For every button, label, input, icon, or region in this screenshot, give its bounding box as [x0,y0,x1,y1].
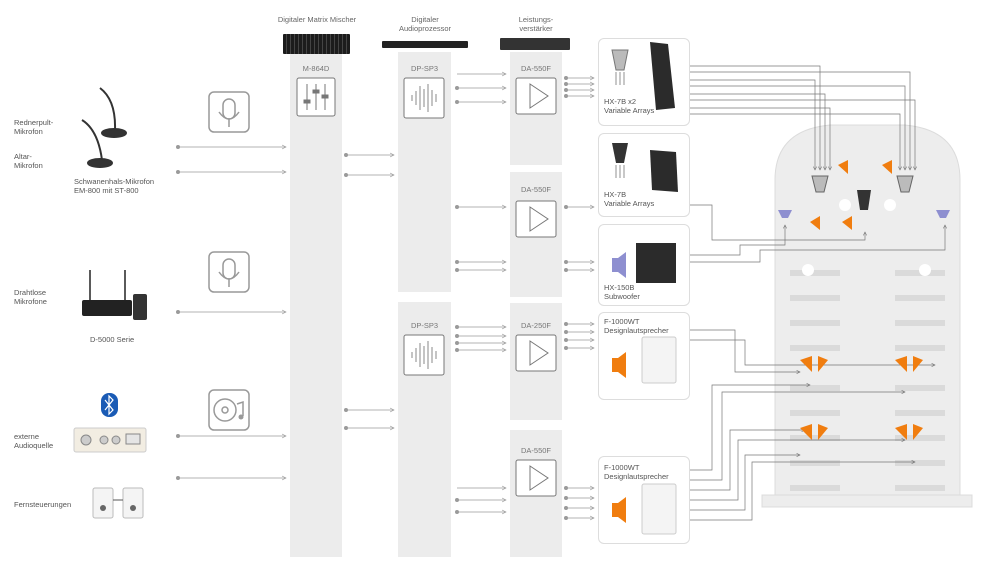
hx7b-x2-line1: HX-7B x2 [604,97,637,106]
f1000-a-line1: F-1000WT [604,317,640,326]
remote-controls-label: Fernsteuerungen [14,500,72,509]
f1000-b-line1: F-1000WT [604,463,640,472]
microphone-icon [208,91,250,133]
gooseneck-mic-label: Schwanenhals-Mikrofon EM-800 mit ST-800 [74,177,154,195]
amp3-model-label: DA-250F [520,321,551,330]
wireless-receiver-image [82,270,147,320]
mixer-rack-device [283,34,350,54]
dsp-rack-device [382,41,468,48]
lectern-mic-label: Rednerpult- Mikrofon [14,118,53,136]
church-floor-plan [761,124,973,508]
hx150b-line2: Subwoofer [604,292,640,301]
wireless-mic-label: Drahtlose Mikrofone [14,288,47,306]
f1000-a-label: F-1000WT Designlautsprecher [604,317,669,335]
wireless-microphone-icon [208,251,250,293]
line-array-speaker [611,42,675,110]
fader-icon [296,77,336,117]
lectern-mic-line2: Mikrofon [14,127,43,136]
altar-mic-line1: Altar- [14,152,32,161]
amp-rack-device [500,38,570,50]
header-amplifier: Leistungs- verstärker [496,15,576,33]
wireless-mic-line2: Mikrofone [14,297,47,306]
hx7b-line1: HX-7B [604,190,627,199]
design-speaker-1 [612,336,677,384]
f1000-a-line2: Designlautsprecher [604,326,669,335]
subwoofer-speaker [612,243,676,283]
line-array-speaker-2 [612,143,678,192]
amp4-model-label: DA-550F [520,446,551,455]
external-audio-line2: Audioquelle [14,441,54,450]
wireless-mic-line1: Drahtlose [14,288,47,297]
gooseneck-microphone-image [81,87,127,168]
header-amplifier-line1: Leistungs- [518,15,554,24]
bluetooth-icon [101,393,118,417]
design-speaker-2 [612,483,677,535]
amp1-model-label: DA-550F [520,64,551,73]
hx7b-x2-line2: Variable Arrays [604,106,655,115]
header-processor-line2: Audioprozessor [398,24,452,33]
external-audio-line1: externe [14,432,40,441]
waveform-icon [403,77,445,376]
amplifier-icons [515,77,557,497]
lectern-mic-line1: Rednerpult- [14,118,54,127]
header-mixer: Digitaler Matrix Mischer [277,15,357,24]
hx7b-line2: Variable Arrays [604,199,655,208]
altar-mic-line2: Mikrofon [14,161,43,170]
dsp2-model-label: DP-SP3 [410,321,439,330]
hx150b-line1: HX-150B [604,283,635,292]
hx7b-label: HX-7B Variable Arrays [604,190,654,208]
hx7b-x2-label: HX-7B x2 Variable Arrays [604,97,654,115]
header-processor-line1: Digitaler [411,15,439,24]
external-audio-label: externe Audioquelle [14,432,53,450]
mixer-column [290,45,342,557]
altar-mic-label: Altar- Mikrofon [14,152,43,170]
wireless-series-label: D-5000 Serie [90,335,135,344]
gooseneck-mic-line2: EM-800 mit ST-800 [74,186,139,195]
music-disc-icon [208,389,250,431]
amp2-model-label: DA-550F [520,185,551,194]
header-amplifier-line2: verstärker [519,24,553,33]
gooseneck-mic-line1: Schwanenhals-Mikrofon [74,177,155,186]
hx150b-label: HX-150B Subwoofer [604,283,640,301]
dsp1-model-label: DP-SP3 [410,64,439,73]
f1000-b-line2: Designlautsprecher [604,472,669,481]
remote-controls [92,487,144,519]
floorplan-speakers [778,160,950,440]
external-audio-panel [73,427,147,453]
f1000-b-label: F-1000WT Designlautsprecher [604,463,669,481]
header-processor: Digitaler Audioprozessor [380,15,470,33]
mixer-model-label: M-864D [302,64,330,73]
